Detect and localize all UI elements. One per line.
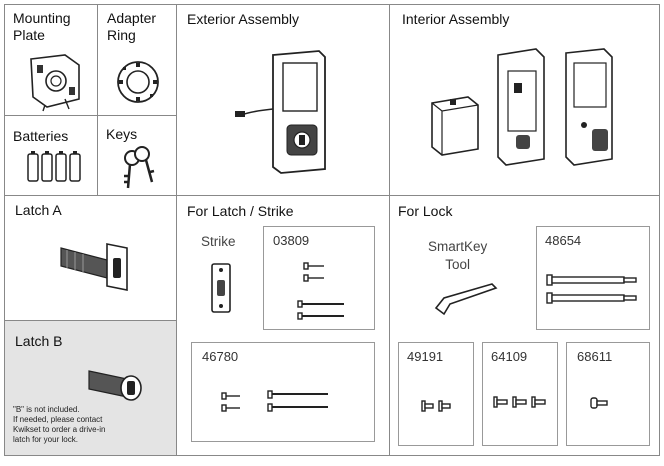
screws-48654-code: 48654 <box>545 233 582 248</box>
latch-a-cell: Latch A <box>4 195 177 321</box>
screws-49191-box: 49191 <box>398 342 474 446</box>
batteries-cell: Batteries <box>4 115 98 196</box>
interior-assembly-cell: Interior Assembly <box>389 4 660 196</box>
keys-label: Keys <box>106 126 138 142</box>
adapter-ring-label: Adapter Ring <box>107 10 157 43</box>
adapter-ring-cell: Adapter Ring <box>97 4 177 116</box>
screws-64109-icon <box>493 396 546 408</box>
smartkey-tool-icon <box>434 283 498 316</box>
batteries-icon <box>27 151 81 182</box>
screws-68611-code: 68611 <box>577 349 613 364</box>
screws-03809-icon <box>297 262 344 320</box>
latch-strike-section: For Latch / Strike Strike 03809 46780 <box>176 195 390 456</box>
strike-plate-icon <box>211 263 231 313</box>
screws-48654-box: 48654 <box>536 226 650 330</box>
exterior-assembly-cell: Exterior Assembly <box>176 4 390 196</box>
screws-46780-icon <box>221 390 328 412</box>
mounting-plate-cell: Mounting Plate <box>4 4 98 116</box>
exterior-assembly-label: Exterior Assembly <box>187 11 300 27</box>
lock-section: For Lock SmartKey Tool 48654 49191 64109 <box>389 195 660 456</box>
screws-68611-box: 68611 <box>566 342 650 446</box>
screws-64109-code: 64109 <box>491 349 528 364</box>
screws-03809-code: 03809 <box>273 233 310 248</box>
mounting-plate-label: Mounting Plate <box>13 10 71 43</box>
latch-b-cell: Latch B "B" is not included. If needed, … <box>4 320 177 456</box>
mounting-plate-icon <box>30 54 80 112</box>
screws-46780-code: 46780 <box>202 349 239 364</box>
latch-strike-title: For Latch / Strike <box>187 203 294 219</box>
latch-b-label: Latch B <box>15 333 63 349</box>
screws-68611-icon <box>590 397 608 409</box>
screws-64109-box: 64109 <box>482 342 558 446</box>
exterior-assembly-icon <box>235 50 326 174</box>
interior-assembly-icon <box>431 48 613 166</box>
screws-46780-box: 46780 <box>191 342 375 442</box>
interior-assembly-label: Interior Assembly <box>402 11 510 27</box>
lock-section-title: For Lock <box>398 203 453 219</box>
screws-49191-code: 49191 <box>407 349 444 364</box>
latch-a-icon <box>60 243 128 291</box>
smartkey-tool-label: SmartKey Tool <box>428 239 488 272</box>
screws-49191-icon <box>421 400 451 412</box>
keys-cell: Keys <box>97 115 177 196</box>
latch-a-label: Latch A <box>15 202 62 218</box>
screws-48654-icon <box>546 274 637 304</box>
keys-icon <box>124 146 155 189</box>
strike-label: Strike <box>201 234 236 249</box>
batteries-label: Batteries <box>13 128 69 144</box>
latch-b-icon <box>88 370 142 401</box>
latch-b-note: "B" is not included. If needed, please c… <box>13 405 106 444</box>
adapter-ring-icon <box>117 61 159 103</box>
screws-03809-box: 03809 <box>263 226 375 330</box>
